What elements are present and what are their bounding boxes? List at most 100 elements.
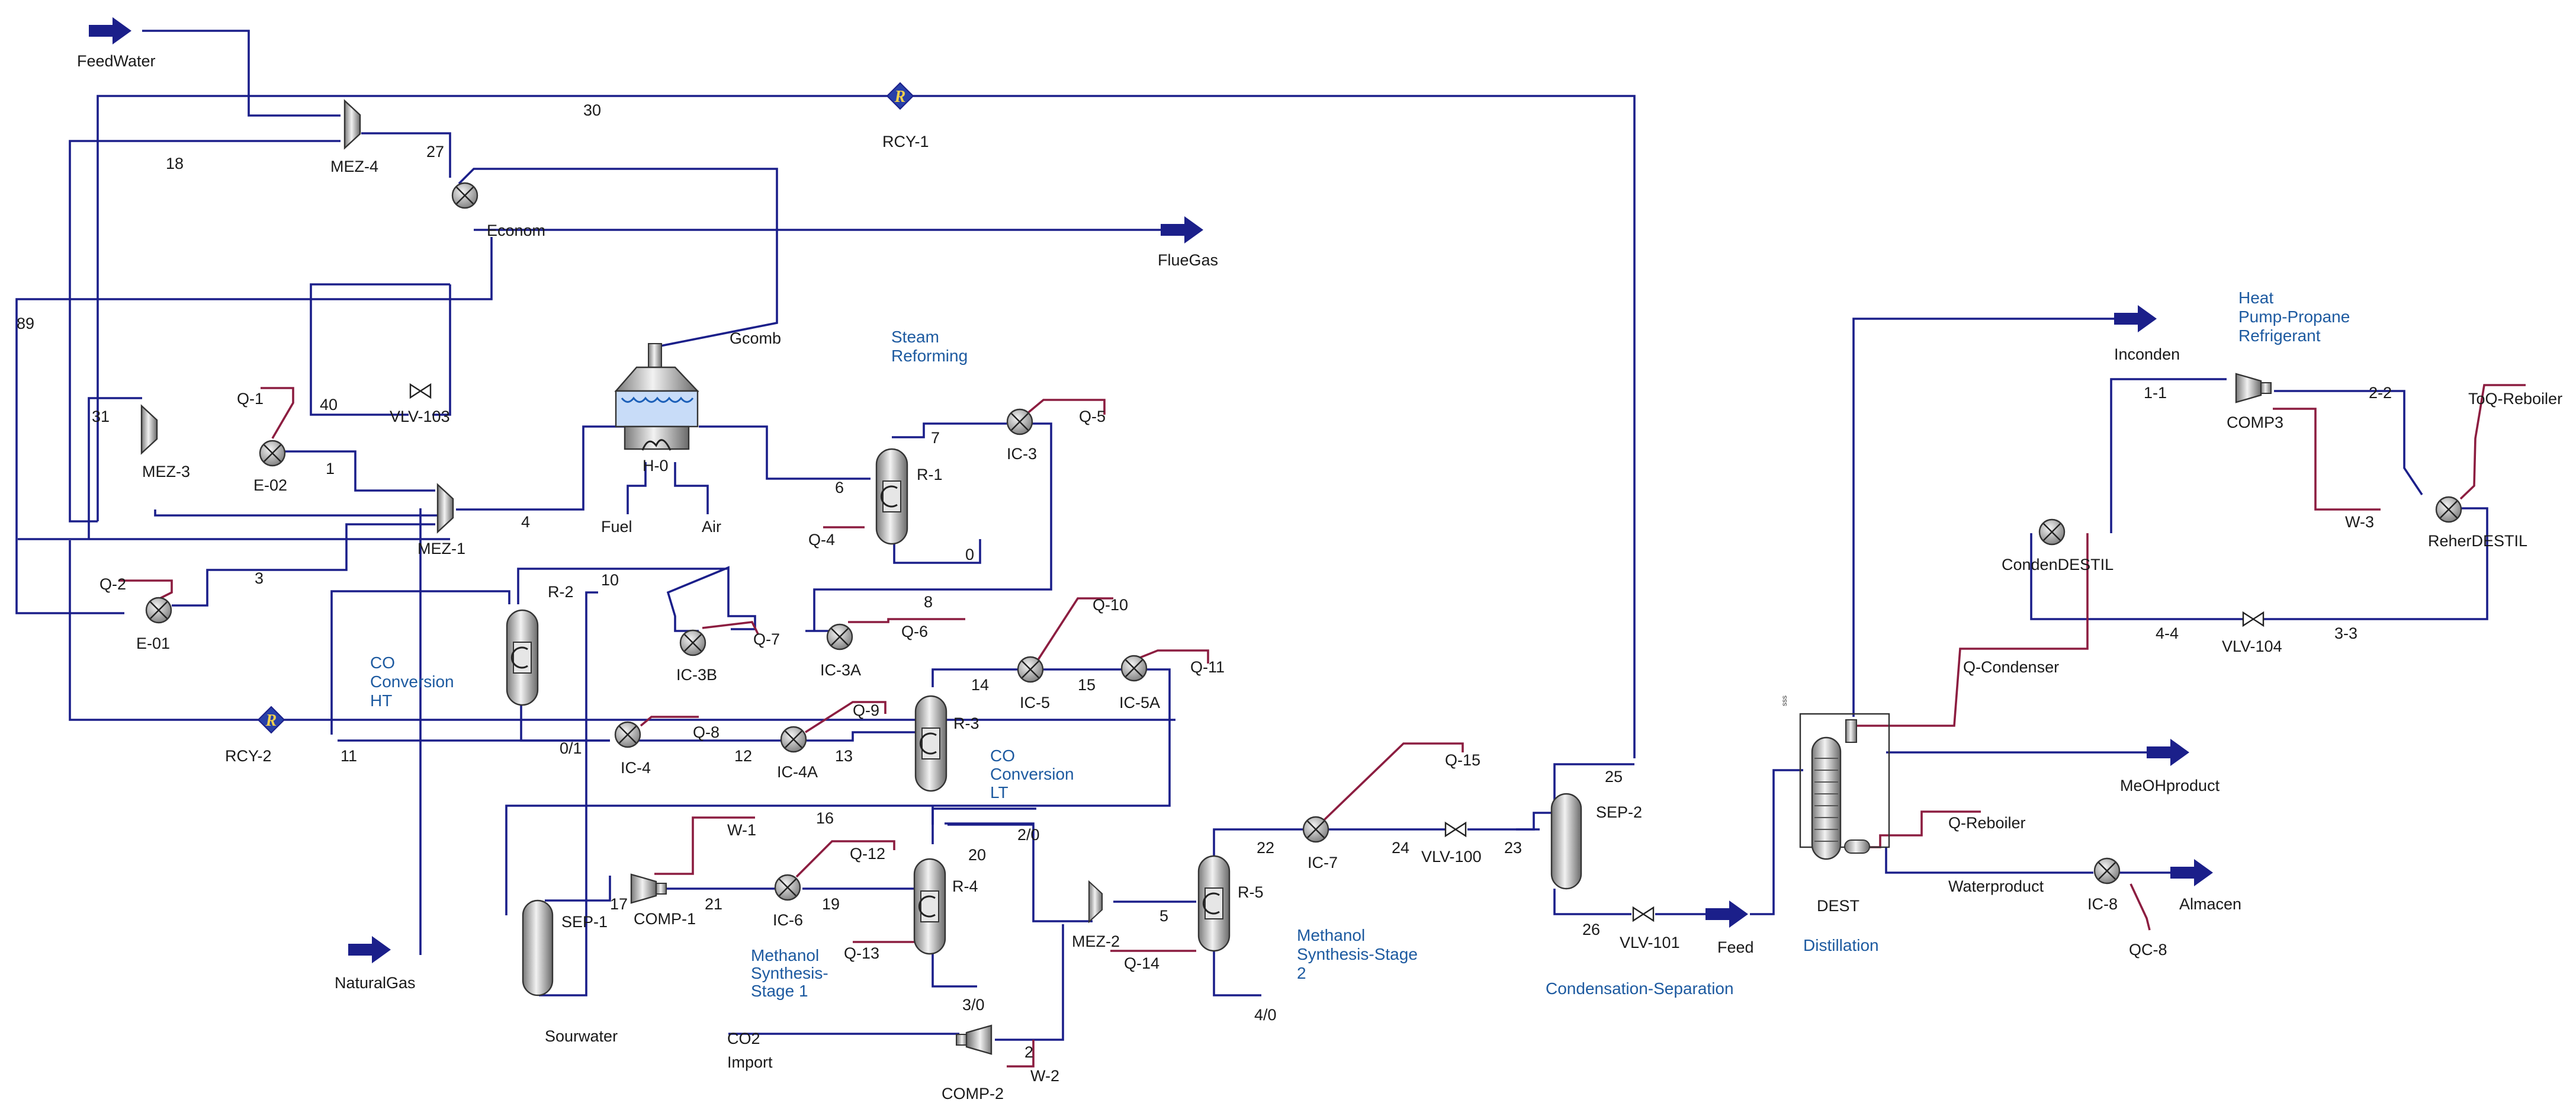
stream-inconden-line[interactable] [1852, 318, 2114, 717]
stream-2-0-line[interactable] [932, 806, 1093, 922]
energy-w1-line[interactable] [654, 816, 755, 875]
energy-label-q10: Q-10 [1093, 596, 1128, 614]
stream-rcy2-line[interactable] [69, 540, 284, 721]
stream-7-line[interactable] [892, 422, 1007, 438]
stream-sourwater-line[interactable] [539, 591, 598, 996]
stream-18-line[interactable] [69, 140, 341, 523]
vlv103-valve-icon[interactable] [409, 383, 432, 399]
comp1-compressor-icon[interactable] [630, 873, 667, 904]
stream-heatpump-line[interactable] [2030, 378, 2488, 620]
stream-25-line[interactable] [1553, 763, 1634, 812]
ic5-cooler-icon[interactable] [1017, 656, 1044, 683]
stream-22-line[interactable] [1213, 828, 1303, 857]
energy-toqreb-line[interactable] [2459, 384, 2526, 500]
stream-4-line[interactable] [456, 425, 640, 511]
ic3a-cooler-icon[interactable] [826, 623, 853, 650]
energy-q5-line[interactable] [1024, 399, 1106, 416]
e02-cooler-icon[interactable] [259, 440, 286, 467]
r4-reactor-icon[interactable] [913, 858, 946, 955]
energy-q6-line[interactable] [848, 618, 965, 623]
r5-reactor-icon[interactable] [1197, 855, 1231, 952]
section-colt-line2: Conversion [990, 765, 1074, 783]
stream-8-line[interactable] [813, 422, 1052, 631]
energy-streams [118, 384, 2526, 1068]
ic6-cooler-icon[interactable] [774, 874, 801, 901]
vlv104-valve-icon[interactable] [2242, 611, 2265, 627]
energy-q2-line[interactable] [118, 579, 173, 600]
energy-qcond-line[interactable] [1852, 533, 2089, 727]
rcy1-recycle-icon[interactable] [886, 82, 914, 110]
stream-14-line[interactable] [932, 668, 1122, 687]
stream-3-line[interactable] [172, 523, 435, 607]
econom-exchanger-icon[interactable] [451, 182, 478, 209]
comp3-compressor-icon[interactable] [2235, 373, 2272, 403]
comp1-label: COMP-1 [634, 910, 696, 928]
energy-w3-line[interactable] [2273, 408, 2381, 511]
energy-q9-line[interactable] [805, 701, 886, 733]
stream-label-12: 12 [734, 747, 752, 765]
mez1-mixer-icon[interactable] [436, 483, 454, 533]
energy-w2-line[interactable] [1007, 1040, 1035, 1068]
stream-water-line[interactable] [1885, 847, 2093, 874]
e01-cooler-icon[interactable] [145, 597, 172, 624]
vlv101-valve-icon[interactable] [1632, 906, 1655, 922]
ic8-cooler-icon[interactable] [2093, 857, 2121, 885]
stream-label-27: 27 [426, 143, 444, 161]
ic4a-cooler-icon[interactable] [780, 726, 807, 753]
stream-gcomb-line[interactable] [458, 168, 778, 348]
stream-mez3-out-line[interactable] [154, 509, 450, 517]
vlv101-label: VLV-101 [1620, 934, 1680, 951]
stream-89-line[interactable] [15, 237, 493, 614]
energy-q1-line[interactable] [261, 387, 294, 439]
ic7-cooler-icon[interactable] [1302, 816, 1329, 843]
stream-labels: 30 18 27 89 31 40 1 4 3 6 7 0 10 8 14 15… [17, 101, 2392, 1061]
energy-q8-line[interactable] [640, 716, 699, 727]
stream-26-line[interactable] [1553, 889, 1705, 915]
gcomb-label: Gcomb [730, 329, 781, 347]
stream-r2-feed-line[interactable] [330, 590, 510, 735]
h0-furnace-icon[interactable] [614, 343, 699, 451]
stream-fuel-line[interactable] [627, 462, 647, 514]
stream-31-line[interactable] [88, 397, 142, 539]
energy-q15-line[interactable] [1322, 742, 1464, 822]
sep1-separator-icon[interactable] [522, 899, 554, 996]
r2-reactor-icon[interactable] [506, 609, 539, 706]
mez2-mixer-icon[interactable] [1088, 880, 1103, 923]
stream-16-line[interactable] [505, 668, 1171, 915]
energy-q10-line[interactable] [1036, 597, 1113, 661]
ic4-cooler-icon[interactable] [614, 721, 641, 748]
energy-qc8-line[interactable] [2129, 883, 2151, 931]
stream-6-line[interactable] [699, 425, 871, 480]
energy-label-q6: Q-6 [901, 623, 928, 640]
r1-reactor-icon[interactable] [875, 448, 908, 545]
energy-q12-line[interactable] [795, 840, 895, 878]
condendestil-exchanger-icon[interactable] [2038, 518, 2066, 546]
ic3b-cooler-icon[interactable] [679, 629, 706, 656]
stream-ic4-chain-line[interactable] [634, 731, 917, 742]
sep2-separator-icon[interactable] [1550, 793, 1582, 890]
reherdestil-exchanger-icon[interactable] [2435, 496, 2462, 523]
r3-reactor-icon[interactable] [914, 695, 947, 792]
mez3-mixer-icon[interactable] [140, 405, 158, 454]
stream-1-line[interactable] [284, 450, 435, 492]
stream-4-0-line[interactable] [1213, 947, 1261, 996]
vlv100-valve-icon[interactable] [1444, 822, 1467, 837]
stream-27-line[interactable] [361, 132, 451, 178]
section-heatpump-line3: Refrigerant [2238, 326, 2321, 345]
comp2-compressor-icon[interactable] [955, 1024, 993, 1055]
stream-feedwater-line[interactable] [142, 30, 341, 117]
energy-q7-line[interactable] [702, 621, 759, 634]
mez4-mixer-icon[interactable] [343, 100, 361, 149]
stream-feed-line[interactable] [1750, 769, 1803, 915]
stream-co2-line[interactable] [728, 924, 1064, 1041]
ic3-cooler-icon[interactable] [1006, 408, 1033, 435]
stream-17-line[interactable] [545, 876, 611, 902]
stream-23-line[interactable] [1516, 812, 1554, 831]
stream-air-line[interactable] [674, 462, 709, 514]
energy-q11-line[interactable] [1139, 649, 1209, 664]
rcy2-recycle-icon[interactable] [258, 706, 285, 733]
dest-column-icon[interactable]: sss [1780, 696, 1890, 860]
stream-30-line[interactable] [97, 95, 1636, 758]
ic5a-cooler-icon[interactable] [1120, 655, 1148, 682]
stream-40-line[interactable] [18, 283, 451, 540]
